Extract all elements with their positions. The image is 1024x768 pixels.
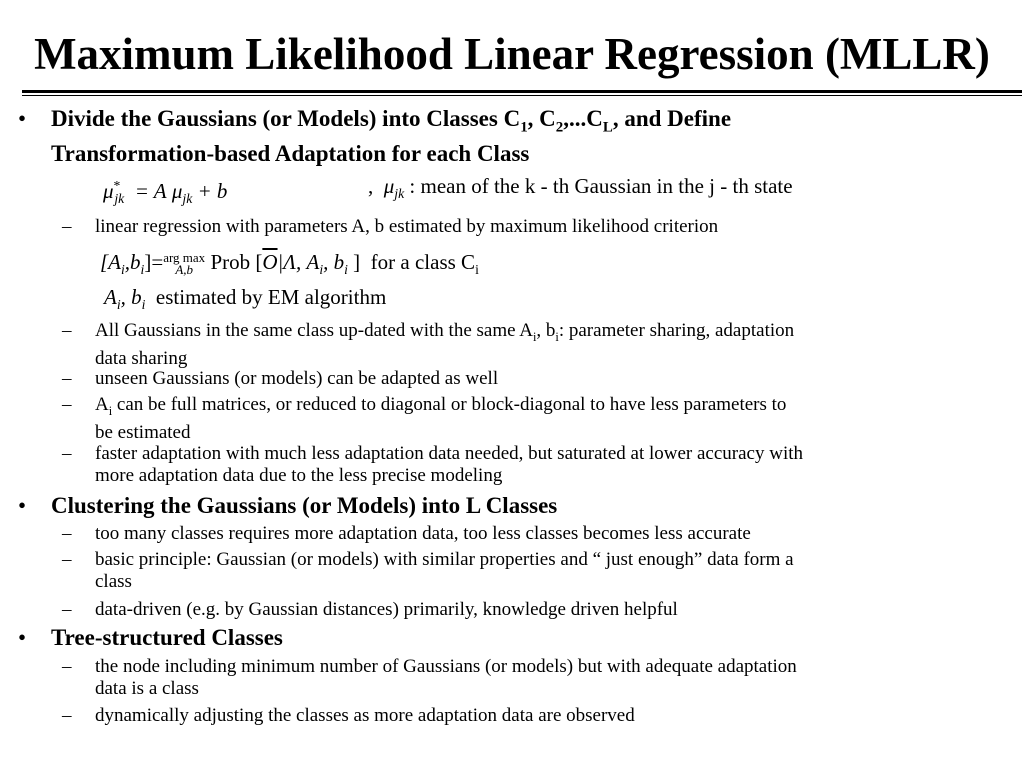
sub-unseen-gaussians: unseen Gaussians (or models) can be adap… bbox=[95, 368, 499, 389]
bullet-tree-structured: Tree-structured Classes bbox=[51, 625, 283, 650]
bullet-glyph: • bbox=[18, 493, 27, 518]
sub-dynamic-adjust: dynamically adjusting the classes as mor… bbox=[95, 705, 635, 726]
bullet-divide-gaussians: Divide the Gaussians (or Models) into Cl… bbox=[51, 106, 732, 166]
dash-glyph: – bbox=[62, 320, 72, 341]
page-title: Maximum Likelihood Linear Regression (ML… bbox=[34, 29, 990, 79]
bullet-glyph: • bbox=[18, 106, 27, 131]
equation-transform: μ*jk = A μjk + b bbox=[103, 178, 228, 207]
dash-glyph: – bbox=[62, 549, 72, 570]
title-divider-thin bbox=[22, 95, 1022, 96]
dash-glyph: – bbox=[62, 599, 72, 620]
dash-glyph: – bbox=[62, 368, 72, 389]
equation-mean-def: , μjk : mean of the k - th Gaussian in t… bbox=[368, 174, 793, 202]
bullet-glyph: • bbox=[18, 625, 27, 650]
sub-full-matrices: Ai can be full matrices, or reduced to d… bbox=[95, 394, 787, 443]
equation-em: Ai, bi estimated by EM algorithm bbox=[104, 285, 387, 313]
sub-linear-regression: linear regression with parameters A, b e… bbox=[95, 216, 719, 237]
dash-glyph: – bbox=[62, 394, 72, 415]
sub-basic-principle: basic principle: Gaussian (or models) wi… bbox=[95, 549, 794, 592]
dash-glyph: – bbox=[62, 523, 72, 544]
dash-glyph: – bbox=[62, 443, 72, 464]
sub-parameter-sharing: All Gaussians in the same class up-dated… bbox=[95, 320, 795, 369]
bullet-clustering: Clustering the Gaussians (or Models) int… bbox=[51, 493, 558, 518]
sub-data-driven: data-driven (e.g. by Gaussian distances)… bbox=[95, 599, 678, 620]
dash-glyph: – bbox=[62, 656, 72, 677]
sub-faster-adaptation: faster adaptation with much less adaptat… bbox=[95, 443, 804, 486]
dash-glyph: – bbox=[62, 705, 72, 726]
dash-glyph: – bbox=[62, 216, 72, 237]
sub-node-minimum: the node including minimum number of Gau… bbox=[95, 656, 797, 699]
sub-too-many-classes: too many classes requires more adaptatio… bbox=[95, 523, 751, 544]
title-divider-thick bbox=[22, 90, 1022, 93]
